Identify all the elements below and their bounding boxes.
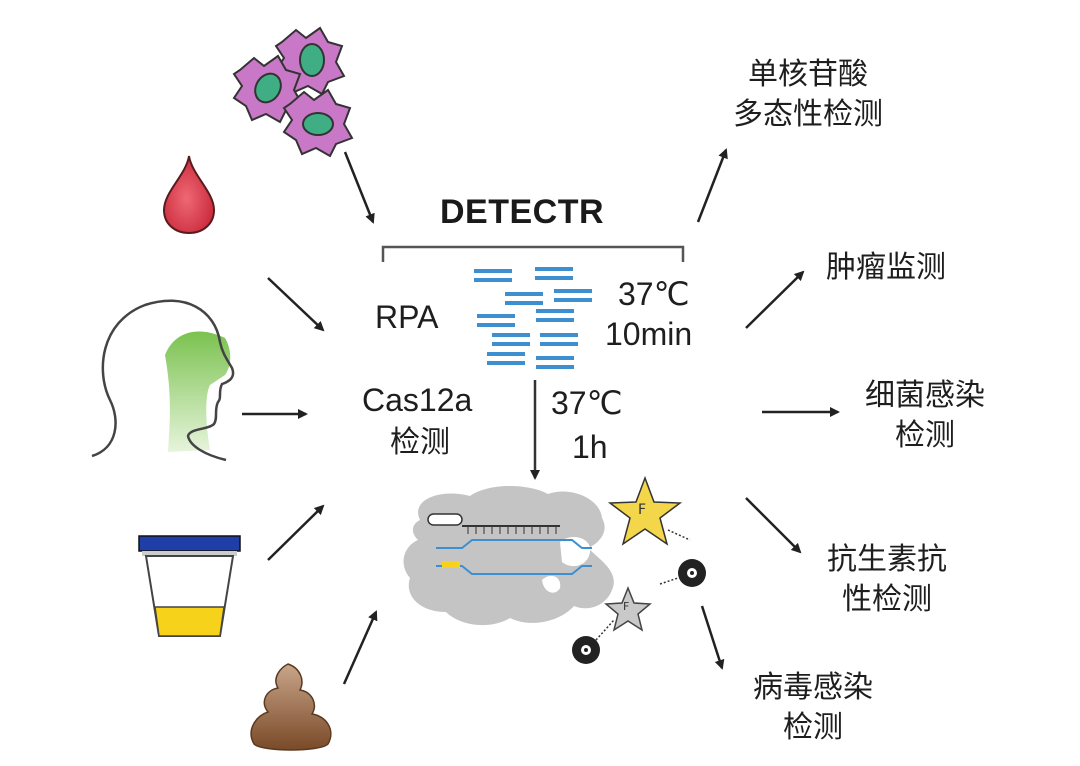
application-line: 多态性检测 — [733, 97, 883, 132]
arrow-stool — [342, 610, 378, 685]
fluorophore-label: F — [638, 502, 647, 518]
application-tumor: 肿瘤监测 — [826, 248, 976, 288]
blood-drop-icon — [162, 155, 216, 235]
output-arrows — [696, 148, 840, 670]
application-line: 检测 — [895, 418, 955, 453]
detectr-bracket — [381, 245, 685, 262]
cas12a-complex-icon — [403, 486, 614, 626]
rpa-temperature: 37℃ — [618, 276, 690, 312]
arrow-antibiotic — [745, 497, 802, 554]
diagram-title: DETECTR — [440, 193, 605, 231]
cas-temperature: 37℃ — [551, 385, 623, 421]
application-line: 细菌感染 — [865, 378, 985, 413]
rpa-label: RPA — [375, 299, 439, 335]
stool-icon — [250, 663, 332, 751]
reporter-fluorophore-intact — [607, 475, 691, 546]
application-virus: 病毒感染 检测 — [738, 668, 888, 748]
application-line: 性检测 — [842, 582, 932, 617]
application-line: 单核苷酸 — [748, 57, 868, 92]
urine-cup-icon — [138, 535, 241, 637]
cas-label-line1: Cas12a — [362, 382, 473, 418]
application-line: 检测 — [783, 710, 843, 745]
cas-duration: 1h — [572, 429, 608, 465]
arrow-blood — [267, 277, 325, 332]
application-line: 肿瘤监测 — [826, 250, 946, 285]
rpa-duration: 10min — [605, 316, 693, 352]
fluorophore-label-cleaved: F — [623, 600, 630, 613]
application-snp: 单核苷酸 多态性检测 — [718, 55, 898, 135]
arrow-tumor — [745, 270, 805, 329]
cells-icon — [232, 26, 354, 158]
dna-amplicons-icon — [474, 267, 592, 369]
cas-label-line2: 检测 — [390, 425, 450, 460]
input-arrows — [242, 151, 378, 685]
application-bacteria: 细菌感染 检测 — [850, 376, 1000, 456]
reporter-fluorophore-cleaved — [572, 585, 652, 664]
head-profile-icon — [91, 299, 235, 462]
application-antibiotic: 抗生素抗 性检测 — [812, 540, 962, 620]
arrow-virus — [700, 605, 725, 670]
arrow-cells — [343, 151, 375, 224]
application-line: 病毒感染 — [753, 670, 873, 705]
application-line: 抗生素抗 — [827, 542, 947, 577]
arrow-snp — [696, 148, 728, 223]
arrow-urine — [267, 504, 325, 561]
quencher-icon — [659, 559, 706, 587]
